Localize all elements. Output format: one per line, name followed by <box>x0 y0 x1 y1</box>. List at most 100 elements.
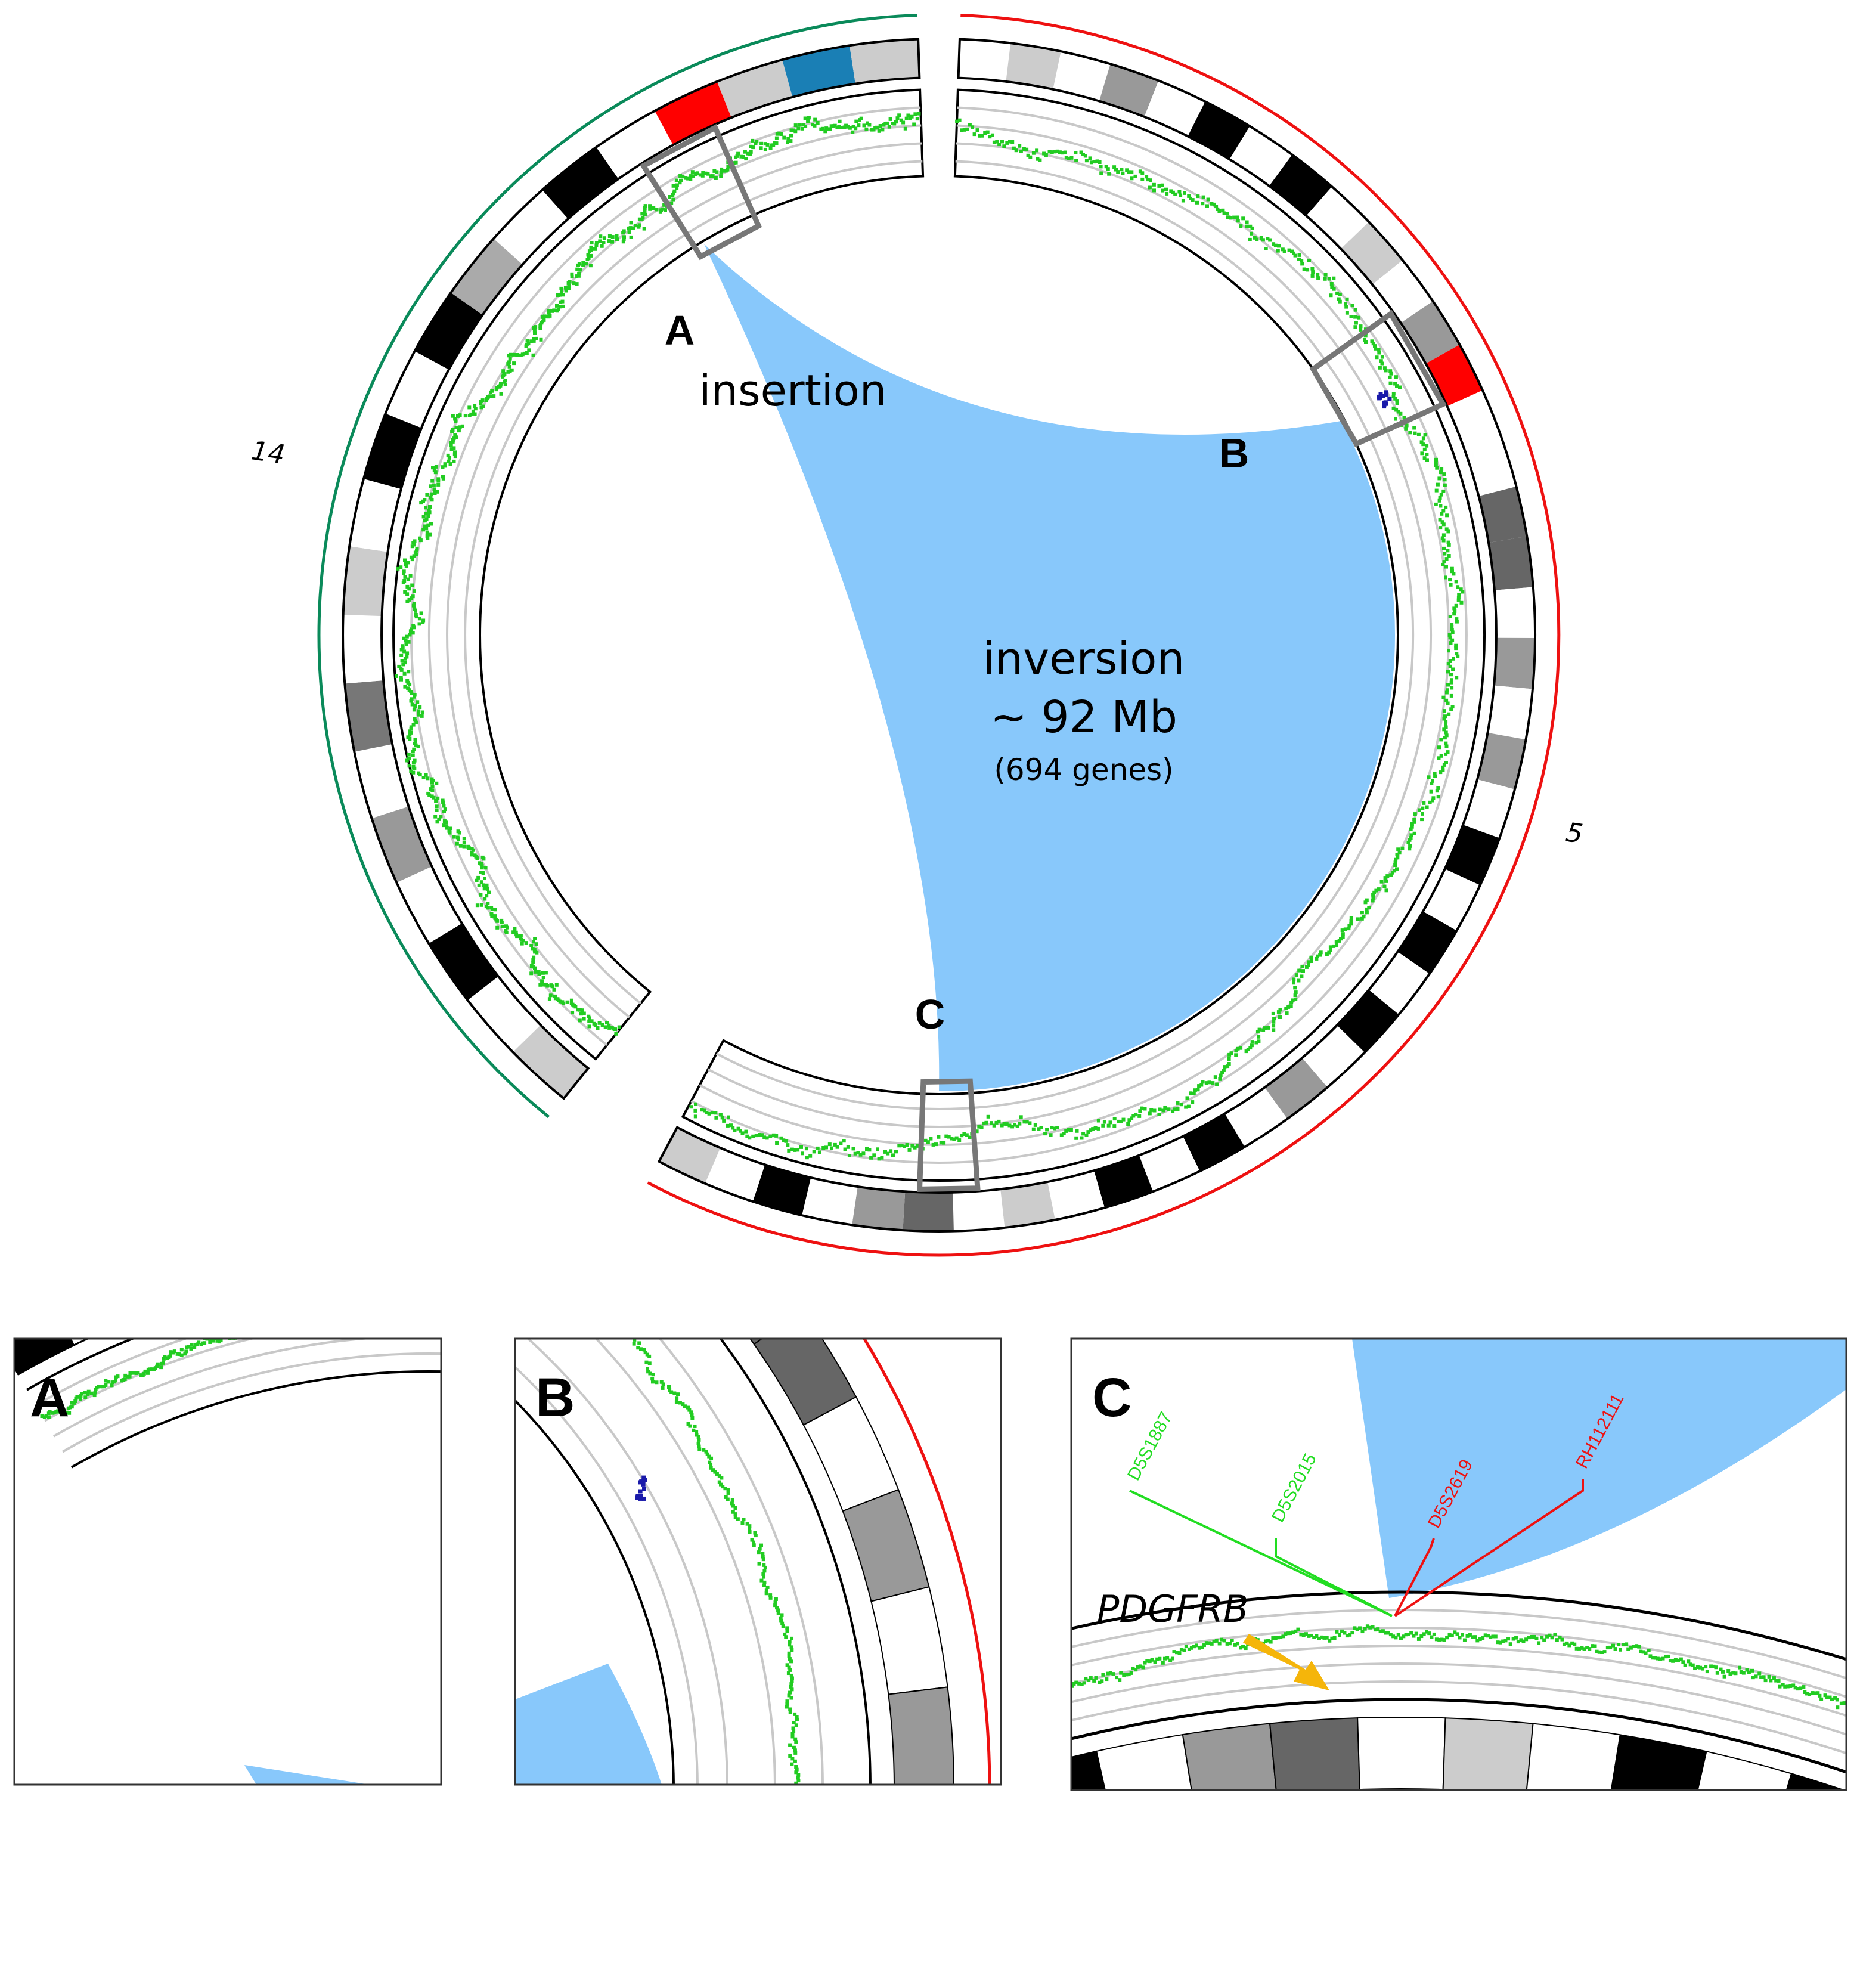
chr5-point <box>931 1142 935 1147</box>
chr5-point <box>1373 344 1377 348</box>
panel-b-point <box>785 1705 789 1709</box>
chr5-point <box>995 140 999 144</box>
chr14-point <box>415 547 419 551</box>
panel-a-point <box>130 1371 134 1375</box>
chr14-point <box>596 1026 600 1030</box>
panel-b-point <box>709 1456 714 1460</box>
chr5-point <box>1257 1027 1261 1032</box>
chr14-point <box>503 382 507 386</box>
panel-a-point <box>62 1408 66 1413</box>
panel-c-point <box>1050 1689 1054 1692</box>
panel-a-point <box>282 1318 286 1322</box>
chr5-point <box>975 1129 979 1134</box>
chr5-point <box>1286 1005 1291 1009</box>
panel-b-point <box>787 1665 791 1670</box>
panel-a-point <box>86 1392 90 1396</box>
chr14-band <box>371 806 432 883</box>
chr14-point <box>413 738 417 742</box>
panel-b-point <box>362 1147 366 1150</box>
panel-b-point <box>762 1563 766 1567</box>
chr14-point <box>412 589 416 593</box>
panel-c-point <box>1055 1687 1059 1690</box>
panel-c-point <box>1009 1692 1013 1695</box>
chr5-point <box>1434 463 1438 467</box>
chr5-point <box>1218 1077 1222 1081</box>
chr14-point <box>637 217 641 221</box>
chr14-point <box>419 611 423 615</box>
chr5-point <box>1443 483 1447 487</box>
chr5-point <box>817 1150 822 1154</box>
chr14-point <box>512 930 516 934</box>
chr14-point <box>602 241 606 244</box>
panel-b-outlier <box>641 1496 646 1501</box>
chr5-point <box>1098 160 1102 164</box>
chr5-band <box>1302 1025 1365 1088</box>
panel-a-point <box>486 1307 490 1311</box>
chr5-point <box>1053 150 1057 154</box>
chr14-point <box>803 116 807 120</box>
chr14-point <box>525 339 529 343</box>
chr14-point <box>684 176 688 180</box>
chr5-point <box>1289 1001 1294 1005</box>
chr14-point <box>701 171 705 175</box>
chr5-point <box>1391 406 1396 410</box>
chr5-point <box>830 1146 833 1150</box>
chr14-point <box>633 224 637 228</box>
chr5-point <box>1429 789 1433 794</box>
panel-c-point <box>1611 1643 1616 1648</box>
chr5-point <box>1276 249 1280 253</box>
chr14-point <box>448 462 452 466</box>
chr5-point <box>1363 338 1366 342</box>
chr5-point <box>1300 262 1304 266</box>
chr14-point <box>793 129 798 134</box>
chr5-point <box>1449 583 1453 587</box>
panel-c-point <box>1170 1656 1174 1661</box>
panel-c-point <box>1644 1651 1648 1655</box>
chr14-point <box>406 577 410 581</box>
chr5-point <box>1204 1081 1208 1085</box>
panel-b-point <box>413 1169 417 1173</box>
panel-c-point <box>1537 1641 1541 1645</box>
chr14-point <box>559 286 563 290</box>
panel-b-point <box>768 1596 773 1600</box>
panel-b-point <box>456 1191 460 1194</box>
panel-a-point <box>79 1392 83 1396</box>
chr14-point <box>458 425 462 429</box>
panel-a-point <box>354 1317 357 1320</box>
chr5-point <box>1055 1126 1059 1129</box>
chr14-point <box>446 453 450 457</box>
chr5-point <box>968 1135 972 1139</box>
chr14-point <box>885 121 889 125</box>
panel-a-point <box>162 1357 166 1361</box>
panel-c-frame <box>1070 1337 1847 1791</box>
panel-b-point <box>788 1743 792 1747</box>
chr5-point <box>1425 805 1429 809</box>
chr14-point <box>417 622 421 626</box>
panel-a-point <box>203 1341 207 1345</box>
chr14-point <box>678 174 683 178</box>
panel-c-point <box>1432 1632 1436 1636</box>
chr14-band <box>655 81 731 145</box>
chr5-point <box>1439 770 1443 775</box>
panel-b-point <box>607 1312 611 1315</box>
chr14-point <box>548 314 552 318</box>
panel-c-point <box>1016 1690 1020 1693</box>
panel-c-point <box>994 1696 998 1699</box>
chr14-point <box>451 428 455 432</box>
chr14-point <box>413 539 417 543</box>
chr14-point <box>848 126 852 130</box>
chr5-point <box>1157 1113 1161 1116</box>
chr5-point <box>1353 325 1357 329</box>
panel-c-point <box>1769 1679 1773 1683</box>
chr5-point <box>979 1125 984 1129</box>
panel-a-point <box>294 1314 297 1317</box>
panel-b-point <box>748 1530 752 1534</box>
panel-c-point <box>1269 1640 1273 1644</box>
panel-c-point <box>966 1701 970 1704</box>
chr14-point <box>709 174 713 178</box>
chr14-point <box>532 339 536 343</box>
chr14-point <box>473 853 477 857</box>
panel-c-point <box>1803 1690 1807 1694</box>
panel-c-point <box>1241 1645 1245 1649</box>
chr14-point <box>590 1019 594 1023</box>
